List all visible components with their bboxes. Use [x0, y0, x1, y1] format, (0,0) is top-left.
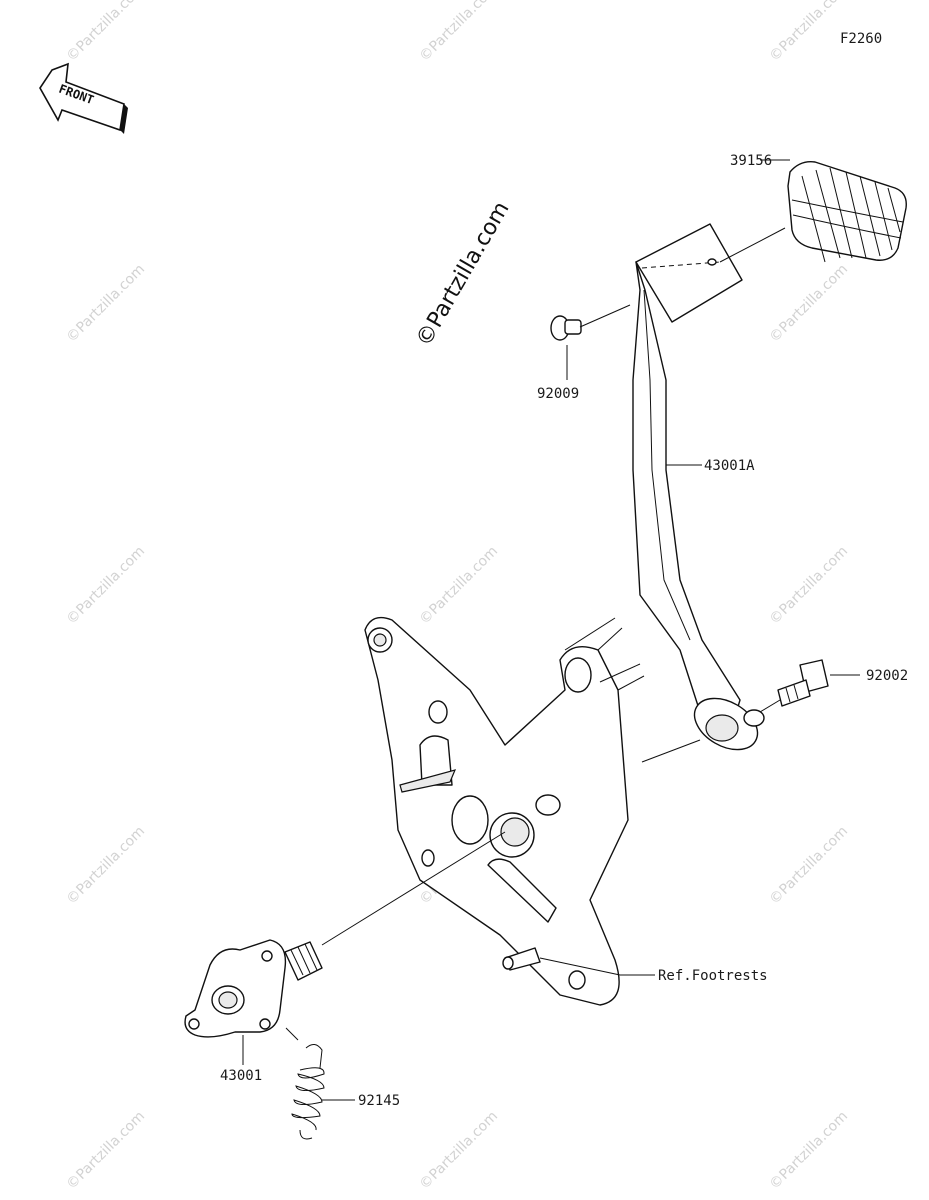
spring-92145	[285, 1027, 355, 1140]
part-label[interactable]: 43001	[220, 1068, 262, 1084]
part-label[interactable]: Ref.Footrests	[658, 968, 768, 984]
lever-43001	[184, 831, 506, 1065]
watermark: ©Partzilla.com	[767, 543, 852, 628]
watermark: ©Partzilla.com	[767, 261, 852, 346]
watermark: ©Partzilla.com	[767, 823, 852, 908]
bolt-92009	[550, 304, 631, 341]
bolt-92002	[759, 659, 860, 713]
watermark: ©Partzilla.com	[417, 0, 502, 65]
part-label[interactable]: 39156	[730, 153, 772, 169]
watermark: ©Partzilla.com	[767, 0, 852, 65]
footrest-bracket	[364, 616, 655, 1006]
part-label[interactable]: 92009	[537, 386, 579, 402]
pivot-axis-line	[641, 739, 701, 763]
part-label[interactable]: 92002	[866, 668, 908, 684]
front-arrow-icon: FRONT	[39, 62, 128, 134]
watermark: ©Partzilla.com	[64, 543, 149, 628]
watermark: ©Partzilla.com	[767, 1108, 852, 1193]
watermark-layer: ©Partzilla.com ©Partzilla.com ©Partzilla…	[64, 0, 852, 1193]
watermark: ©Partzilla.com	[64, 0, 149, 65]
watermark-center: ©Partzilla.com	[412, 198, 515, 351]
part-label[interactable]: 43001A	[704, 458, 755, 474]
watermark: ©Partzilla.com	[417, 1108, 502, 1193]
watermark: ©Partzilla.com	[64, 1108, 149, 1193]
figure-code: F2260	[840, 31, 882, 47]
watermark: ©Partzilla.com	[417, 543, 502, 628]
pedal-rubber	[787, 161, 907, 263]
brake-pedal-arm	[632, 223, 786, 751]
watermark: ©Partzilla.com	[64, 823, 149, 908]
part-label[interactable]: 92145	[358, 1093, 400, 1109]
watermark: ©Partzilla.com	[64, 261, 149, 346]
